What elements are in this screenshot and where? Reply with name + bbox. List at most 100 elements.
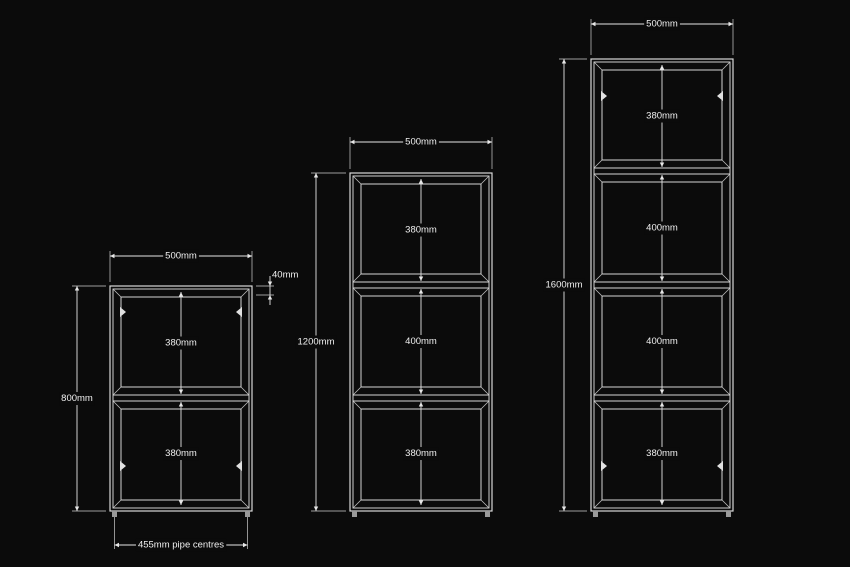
bevel-tl (112, 288, 122, 298)
bevel-tl (593, 61, 603, 71)
width-dimension-arrow-right (487, 139, 492, 145)
wall-bracket-icon (601, 91, 607, 101)
bay-dimension-1: 380mm (403, 179, 439, 281)
wall-bracket-icon (120, 461, 126, 471)
bevel-tl (352, 287, 362, 297)
pipe-arrow-left (114, 542, 119, 548)
bay-dimension-3: 400mm (644, 289, 680, 394)
bay-dimension-label-bg (163, 336, 199, 350)
height-dimension-arrow-bottom (74, 506, 80, 511)
pipe-label: 455mm pipe centres (138, 540, 224, 551)
width-dimension-label: 500mm (405, 137, 437, 148)
frame-outer (109, 285, 253, 512)
bevel-br (721, 273, 731, 283)
shelf-board-2 (593, 281, 731, 289)
bay-dimension-label: 380mm (646, 448, 678, 459)
thickness-arrow-top (267, 281, 273, 286)
height-dimension-label-bg (295, 335, 337, 349)
bay-dimension-1: 380mm (644, 65, 680, 167)
height-dimension: 1600mm (543, 58, 587, 512)
bay-arrow-bottom (659, 162, 665, 167)
bay-dimension-label-bg (644, 109, 680, 123)
width-dimension-label-bg (163, 249, 199, 263)
wall-bracket-icon (601, 461, 607, 471)
bay-dimension-label-bg (403, 447, 439, 461)
wall-bracket-icon (236, 307, 242, 317)
bay-arrow-bottom (659, 500, 665, 505)
height-dimension-arrow-bottom (561, 506, 567, 511)
bay-arrow-top (418, 179, 424, 184)
foot-right (726, 511, 731, 517)
bay-arrow-top (178, 402, 184, 407)
wall-bracket-icon (717, 91, 723, 101)
bay-dimension-label-bg (644, 447, 680, 461)
width-dimension-arrow-left (110, 253, 115, 259)
foot-left (112, 511, 117, 517)
bay-dimension-label: 380mm (405, 225, 437, 236)
width-dimension-arrow-left (350, 139, 355, 145)
shelf-unit-2: 500mm 1200mm 380mm 400mm 380mm (295, 135, 493, 517)
bay-dimension-1: 380mm (163, 292, 199, 394)
wall-bracket-icon (120, 307, 126, 317)
width-dimension-label-bg (644, 17, 680, 31)
bay-arrow-bottom (418, 500, 424, 505)
bevel-bl (352, 386, 362, 396)
bevel-bl (352, 273, 362, 283)
bay-arrow-bottom (418, 276, 424, 281)
bevel-tl (352, 400, 362, 410)
bay-arrow-bottom (659, 276, 665, 281)
thickness-label: 40mm (272, 270, 298, 281)
bevel-tr (721, 61, 731, 71)
bay-arrow-top (418, 402, 424, 407)
height-dimension-label: 1200mm (298, 337, 335, 348)
foot-left (352, 511, 357, 517)
bevel-bl (352, 499, 362, 509)
bevel-bl (593, 386, 603, 396)
shelf-board-2 (352, 394, 490, 402)
wall-bracket-icon (717, 461, 723, 471)
bay-dimension-label: 400mm (405, 336, 437, 347)
width-dimension-arrow-right (247, 253, 252, 259)
foot-right (245, 511, 250, 517)
height-dimension-arrow-top (313, 173, 319, 178)
bevel-bl (112, 386, 122, 396)
bevel-br (480, 499, 490, 509)
bay-dimension-label: 380mm (165, 448, 197, 459)
bevel-bl (593, 159, 603, 169)
bay-arrow-top (659, 402, 665, 407)
shelf-unit-1: 500mm 800mm 380mm 380mm 40mm 455mm pipe centr… (59, 249, 298, 552)
width-dimension-arrow-right (728, 21, 733, 27)
bevel-tr (240, 288, 250, 298)
bay-arrow-top (659, 175, 665, 180)
bevel-tr (721, 400, 731, 410)
bay-arrow-bottom (178, 389, 184, 394)
bay-arrow-bottom (418, 389, 424, 394)
bevel-bl (593, 499, 603, 509)
bevel-tl (352, 175, 362, 185)
bevel-tr (480, 175, 490, 185)
bay-dimension-label: 380mm (405, 448, 437, 459)
shelf-board-3 (593, 394, 731, 402)
height-dimension-label-bg (543, 278, 585, 292)
bevel-br (721, 499, 731, 509)
bay-dimension-label: 400mm (646, 223, 678, 234)
bay-dimension-2: 400mm (644, 175, 680, 281)
height-dimension-label: 1600mm (546, 280, 583, 291)
width-dimension-label: 500mm (165, 251, 197, 262)
foot-left (593, 511, 598, 517)
pipe-centres-dimension: 455mm pipe centres (114, 517, 248, 552)
bay-dimension-4: 380mm (644, 402, 680, 505)
bevel-br (721, 386, 731, 396)
pipe-arrow-right (243, 542, 248, 548)
bevel-tl (593, 287, 603, 297)
height-dimension-label: 800mm (61, 393, 93, 404)
frame-outer (590, 58, 734, 512)
wall-bracket-icon (236, 461, 242, 471)
height-dimension-arrow-top (561, 59, 567, 64)
bay-dimension-label-bg (403, 223, 439, 237)
bevel-tr (721, 173, 731, 183)
pipe-label-bg (135, 538, 227, 552)
bay-dimension-label: 400mm (646, 336, 678, 347)
